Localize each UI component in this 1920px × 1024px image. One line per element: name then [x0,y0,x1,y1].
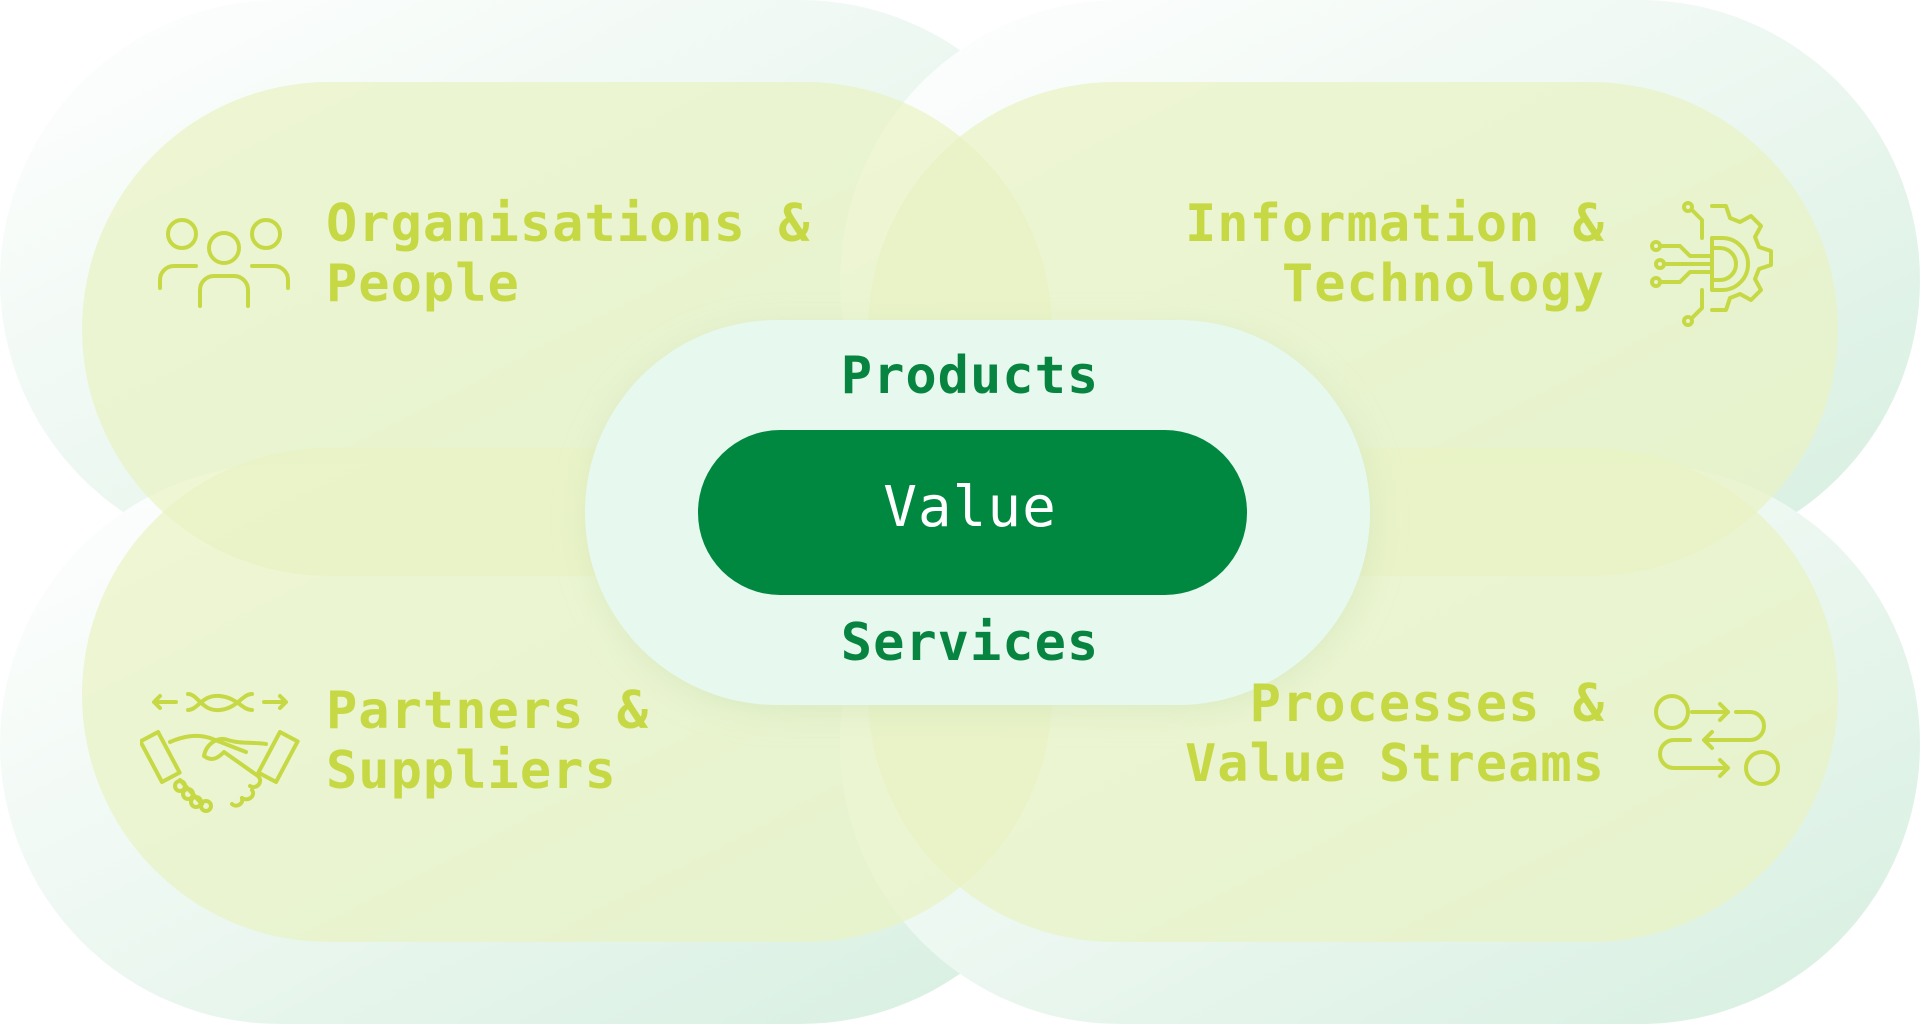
handshake-icon [140,692,300,813]
domain-label-line: Suppliers [326,740,617,801]
domain-label-processes-value-streams: Processes & Value Streams [1100,674,1605,795]
people-group-icon [158,218,290,308]
domain-label-line: Organisations & [326,194,811,254]
domain-label-line: Information & [1185,194,1605,254]
domain-label-line: Partners & [326,681,650,741]
core-label-services: Services [840,613,1100,673]
domain-capsules [82,82,1838,942]
domain-label-information-technology: Information & Technology [1100,194,1605,315]
domain-label-organisations-people: Organisations & People [326,194,811,315]
value-pill [698,430,1247,595]
circuit-gear-icon [1650,201,1773,327]
domain-label-partners-suppliers: Partners & Suppliers [326,681,650,802]
domain-label-line: People [326,253,520,314]
domain-label-line: Technology [1281,253,1605,314]
core-label-products: Products [840,346,1100,406]
process-flow-icon [1654,694,1780,786]
domain-label-line: Value Streams [1185,733,1605,794]
domain-label-line: Processes & [1249,674,1605,734]
core-label-value: Value [883,475,1057,540]
